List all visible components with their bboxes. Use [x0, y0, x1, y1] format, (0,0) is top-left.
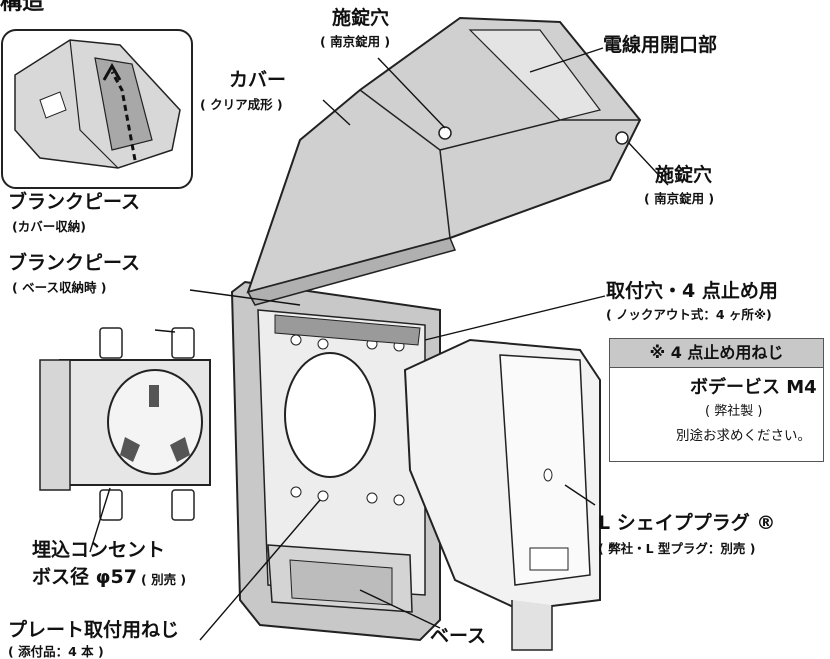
- label-plug: L シェイププラグ ®: [598, 512, 776, 534]
- note-title: ※ 4 点止め用ねじ: [610, 339, 823, 368]
- note-text: 別途お求めください。: [676, 428, 811, 444]
- note-maker: ( 弊社製 ): [705, 404, 763, 419]
- flush-outlet: [39, 327, 211, 521]
- leader-lines: [89, 47, 669, 641]
- label-blank-piece-1-sub: (カバー収納): [12, 219, 86, 234]
- l-shape-plug: [403, 338, 601, 651]
- screw-note-box: ※ 4 点止め用ねじ ボデービス M4 ( 弊社製 ) 別途お求めください。: [609, 338, 824, 462]
- label-lock-hole-top-sub: ( 南京錠用 ): [320, 34, 391, 49]
- label-blank-piece-1: ブランクピース: [8, 191, 141, 213]
- label-lock-hole-right: 施錠穴: [655, 164, 713, 186]
- label-wire-opening: 電線用開口部: [603, 34, 718, 56]
- label-plate-screw: プレート取付用ねじ: [8, 619, 180, 641]
- label-outlet-1: 埋込コンセント: [32, 539, 166, 561]
- inset-cover-storage-figure: [1, 29, 193, 189]
- label-blank-piece-2-sub: ( ベース収納時 ): [12, 280, 107, 295]
- label-blank-piece-2: ブランクピース: [8, 252, 141, 274]
- clear-cover: [246, 16, 642, 306]
- page-heading: 構造: [0, 0, 45, 15]
- note-item: ボデービス M4: [690, 377, 817, 398]
- label-base: ベース: [430, 625, 487, 647]
- label-lock-hole-right-sub: ( 南京錠用 ): [644, 191, 715, 206]
- label-cover: カバー: [229, 69, 287, 91]
- label-lock-hole-top: 施錠穴: [332, 7, 390, 29]
- label-outlet-sub: ( 別売 ): [141, 572, 187, 587]
- label-plug-sub: ( 弊社・L 型プラグ：別売 ): [598, 541, 756, 556]
- label-mount-hole-sub: ( ノックアウト式：4 ヶ所※): [606, 307, 772, 322]
- label-outlet-2: ボス径 φ57: [32, 566, 137, 588]
- label-mount-hole: 取付穴・4 点止め用: [606, 280, 778, 302]
- label-plate-screw-sub: ( 添付品：4 本 ): [8, 644, 104, 659]
- label-cover-sub: ( クリア成形 ): [200, 97, 283, 112]
